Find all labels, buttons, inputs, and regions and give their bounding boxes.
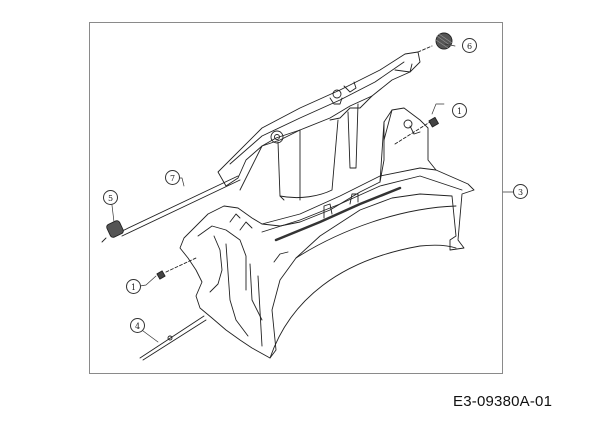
callout-1: 1 [452,103,467,118]
callout-4: 4 [130,318,145,333]
callout-6: 6 [462,38,477,53]
knob-part [417,32,453,53]
leader-lines [110,43,514,343]
callout-5: 5 [103,190,118,205]
nut-part [394,116,439,145]
diagram-frame [89,22,503,374]
callout-3: 3 [513,184,528,199]
callout-1: 1 [126,279,141,294]
drawing-id-label: E3-09380A-01 [453,393,553,410]
cable-assembly [101,175,241,243]
housing-part [179,107,475,359]
upper-cover-part [217,51,421,201]
rod-part [139,315,207,361]
callout-7: 7 [165,170,180,185]
nut-part-lower [156,257,197,280]
